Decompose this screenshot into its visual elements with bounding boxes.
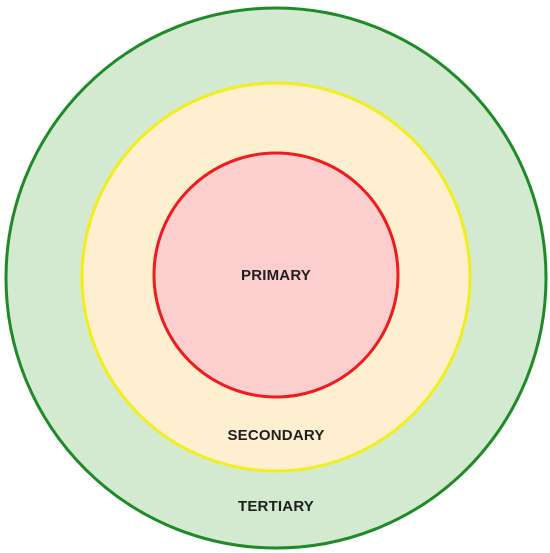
primary-circle xyxy=(152,151,400,399)
tertiary-label: TERTIARY xyxy=(238,498,314,515)
secondary-label: SECONDARY xyxy=(227,427,324,444)
primary-label: PRIMARY xyxy=(241,267,311,284)
